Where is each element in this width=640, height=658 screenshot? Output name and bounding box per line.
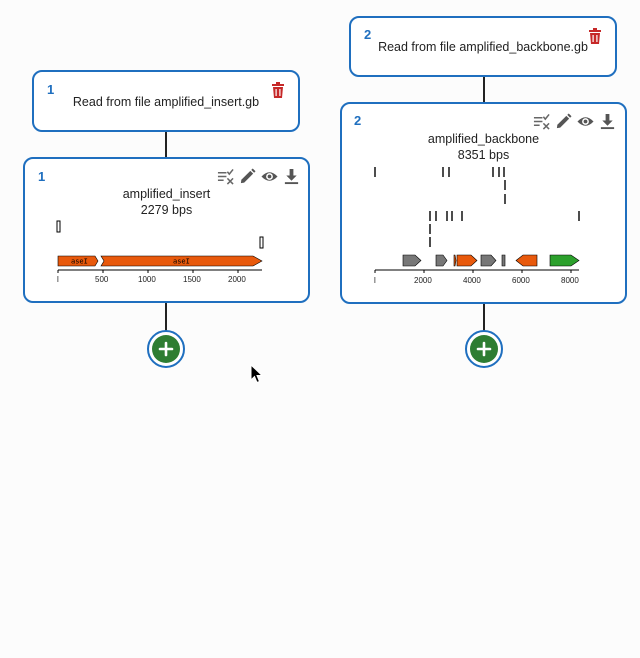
feature-arrow[interactable] (100, 255, 263, 267)
eye-icon[interactable] (261, 168, 278, 185)
source-card-2[interactable]: 2 Read from file amplified_backbone.gb (349, 16, 617, 77)
eye-icon[interactable] (577, 113, 594, 130)
add-step-button[interactable] (147, 330, 185, 368)
source-description: Read from file amplified_backbone.gb (378, 40, 588, 54)
axis-tick-label: 1000 (138, 275, 156, 284)
select-regions-icon[interactable] (217, 168, 234, 185)
source-number: 1 (47, 82, 55, 97)
feature-arrow[interactable] (549, 254, 580, 267)
select-regions-icon[interactable] (533, 113, 550, 130)
edit-icon[interactable] (239, 168, 256, 185)
download-icon[interactable] (599, 113, 616, 130)
sequence-length: 2279 bps (140, 203, 193, 217)
axis-tick-label: 500 (95, 275, 109, 284)
feature-arrow[interactable] (402, 254, 422, 267)
axis-tick-label: l (57, 275, 59, 284)
add-step-button[interactable] (465, 330, 503, 368)
feature-label: aseI (71, 258, 88, 266)
axis-tick-label: l (374, 276, 376, 285)
sequence-card-1[interactable]: 1 amplified_insert 2279 bps aseI aseI (23, 157, 310, 303)
axis-tick-label: 8000 (561, 276, 579, 285)
axis-tick-label: 6000 (512, 276, 530, 285)
feature-arrow[interactable] (57, 255, 99, 267)
sequence-name: amplified_insert (122, 187, 211, 201)
sequence-card-2[interactable]: 2 amplified_backbone 8351 bps (340, 102, 627, 304)
sequence-number: 1 (38, 169, 46, 184)
connector-line (165, 303, 167, 331)
axis-tick-label: 1500 (183, 275, 201, 284)
axis-tick-label: 4000 (463, 276, 481, 285)
edit-icon[interactable] (555, 113, 572, 130)
sequence-map[interactable]: l 2000 4000 6000 8000 (370, 162, 620, 292)
source-number: 2 (364, 27, 372, 42)
connector-line (483, 77, 485, 103)
feature-label: aseI (173, 258, 190, 266)
trash-icon[interactable] (271, 82, 285, 98)
mouse-cursor-icon (250, 364, 264, 384)
sequence-toolbar (217, 168, 300, 185)
sequence-map[interactable]: aseI aseI l 500 1000 1500 2000 (53, 215, 293, 285)
axis-tick-label: 2000 (228, 275, 246, 284)
connector-line (483, 304, 485, 331)
connector-line (165, 132, 167, 158)
sequence-length: 8351 bps (457, 148, 510, 162)
feature-arrow[interactable] (435, 254, 448, 267)
source-description: Read from file amplified_insert.gb (72, 95, 260, 109)
trash-icon[interactable] (588, 28, 602, 44)
sequence-toolbar (533, 113, 616, 130)
sequence-name: amplified_backbone (427, 132, 540, 146)
source-card-1[interactable]: 1 Read from file amplified_insert.gb (32, 70, 300, 132)
plus-icon (470, 335, 498, 363)
axis-tick-label: 2000 (414, 276, 432, 285)
download-icon[interactable] (283, 168, 300, 185)
plus-icon (152, 335, 180, 363)
feature-arrow[interactable] (453, 254, 457, 267)
feature-arrow[interactable] (480, 254, 497, 267)
feature-arrow[interactable] (501, 254, 506, 267)
feature-arrow[interactable] (515, 254, 538, 267)
sequence-number: 2 (354, 113, 362, 128)
feature-arrow[interactable] (456, 254, 478, 267)
